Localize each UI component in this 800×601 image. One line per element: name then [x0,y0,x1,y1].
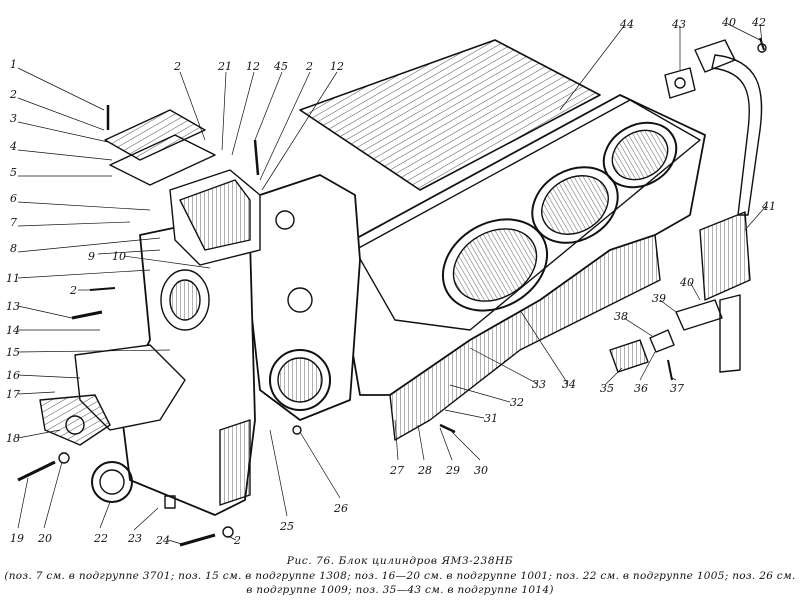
figure-caption-title: Рис. 76. Блок цилиндров ЯМЗ-238НБ [286,555,514,567]
cylinder-block-exploded-view: 1 2 3 4 5 6 7 8 9 10 11 2 13 14 15 16 17… [6,16,776,547]
callout-45: 45 [273,60,288,73]
callout-4: 4 [9,140,17,153]
callout-41: 41 [761,200,776,213]
callout-38: 38 [614,310,628,323]
sleeve-35 [609,339,649,373]
valve-cover [104,109,206,161]
callout-35: 35 [600,382,614,395]
exhaust-pipe [711,54,763,216]
callout-12: 12 [246,60,260,73]
callout-27: 27 [389,464,404,477]
callout-32: 32 [510,396,524,409]
callout-8: 8 [10,242,17,255]
figure-caption-note-line-2: в подгруппе 1009; поз. 35—43 см. в подгр… [246,584,554,596]
callout-14: 14 [6,324,20,337]
callout-43: 43 [671,18,686,31]
callout-26: 26 [333,502,348,515]
callout-18: 18 [6,432,20,445]
callout-12: 12 [330,60,344,73]
callout-30: 30 [474,464,488,477]
callout-23: 23 [127,532,142,545]
callout-16: 16 [6,369,20,382]
callout-39: 39 [652,292,666,305]
callout-33: 33 [532,378,546,391]
callout-2: 2 [305,60,313,73]
callout-17: 17 [6,388,20,401]
callout-19: 19 [10,532,24,545]
crankshaft-seal-bore [269,349,331,411]
callout-29: 29 [445,464,460,477]
callout-9: 9 [88,250,95,263]
callout-37: 37 [670,382,684,395]
callout-40: 40 [679,276,694,289]
callout-3: 3 [10,112,17,125]
callout-40: 40 [721,16,736,29]
muffler-41 [699,211,751,301]
callout-36: 36 [634,382,648,395]
callout-2: 2 [233,534,241,547]
callout-44: 44 [619,18,634,31]
gasket-43 [664,67,696,99]
exhaust-flange [694,39,736,73]
callout-7: 7 [10,216,17,229]
callout-6: 6 [10,192,17,205]
callout-34: 34 [562,378,576,391]
callout-22: 22 [93,532,108,545]
callout-13: 13 [6,300,20,313]
figure-caption-note-line-1: (поз. 7 см. в подгруппе 3701; поз. 15 см… [4,570,796,582]
cylinder-bore-3 [602,121,678,189]
callout-2: 2 [9,88,17,101]
callout-1: 1 [10,58,17,71]
callout-25: 25 [279,520,294,533]
callout-20: 20 [37,532,52,545]
callout-10: 10 [112,250,126,263]
callout-2: 2 [173,60,181,73]
callout-28: 28 [417,464,432,477]
callout-42: 42 [751,16,766,29]
rear-cover-plate [299,39,601,191]
cylinder-bore-1 [441,218,549,312]
callout-11: 11 [6,272,20,285]
callout-15: 15 [6,346,20,359]
callout-5: 5 [10,166,17,179]
callout-31: 31 [484,412,498,425]
oil-seal [91,461,133,503]
callout-24: 24 [155,534,170,547]
callout-21: 21 [217,60,232,73]
callout-2: 2 [69,284,77,297]
